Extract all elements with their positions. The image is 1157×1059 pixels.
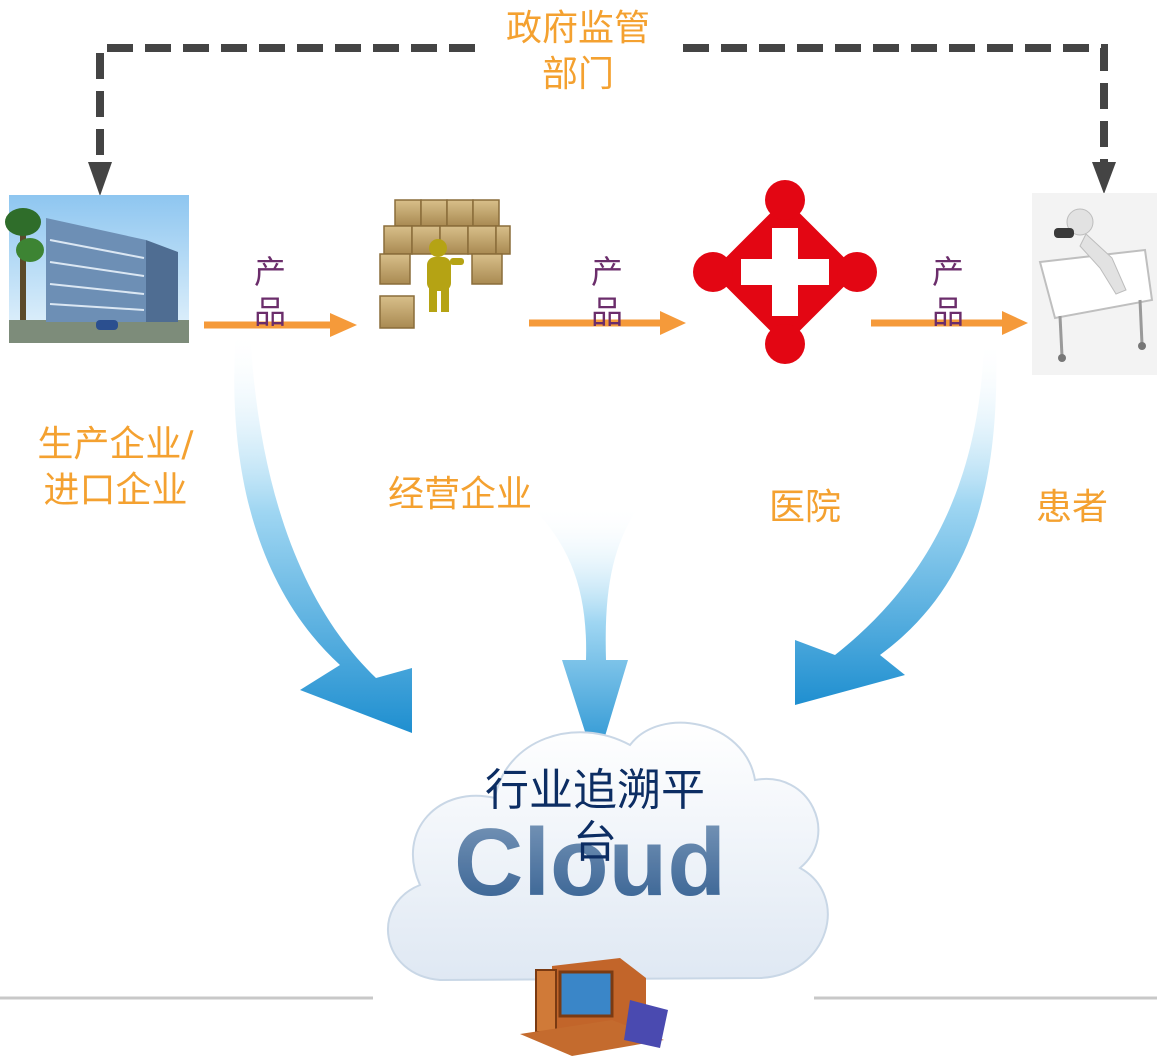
government-label: 政府监管部门 [505,8,650,95]
supervision-arrowhead-left [88,162,112,196]
product-label-2: 产品 [590,253,623,331]
hospital-label: 医院 [768,487,841,528]
product-label-1: 产品 [253,253,286,331]
cloud-shape [386,721,829,982]
manufacturer-label: 生产企业/进口企业 [37,424,194,511]
patient-label: 患者 [1035,487,1108,528]
blue-arrow-left [234,330,412,733]
patient-bed-icon [1032,193,1157,375]
factory-building-icon [5,195,189,343]
red-cross-icon [693,180,877,364]
supervision-arrowhead-right [1092,162,1116,194]
computer-icon [520,958,668,1056]
product-label-3: 产品 [931,253,964,331]
blue-arrow-center [530,505,640,766]
blue-arrow-right [795,340,997,705]
cloud-text: Cloud [454,809,726,916]
product-arrowhead-1 [330,313,357,337]
distributor-label: 经营企业 [387,474,532,515]
warehouse-boxes-icon [369,193,517,343]
platform-title: 行业追溯平台 [485,765,705,868]
product-flow-arrows [204,319,1006,329]
product-arrowhead-3 [1002,311,1028,335]
product-arrowhead-2 [660,311,686,335]
supervision-dashed-lines [96,44,1108,180]
